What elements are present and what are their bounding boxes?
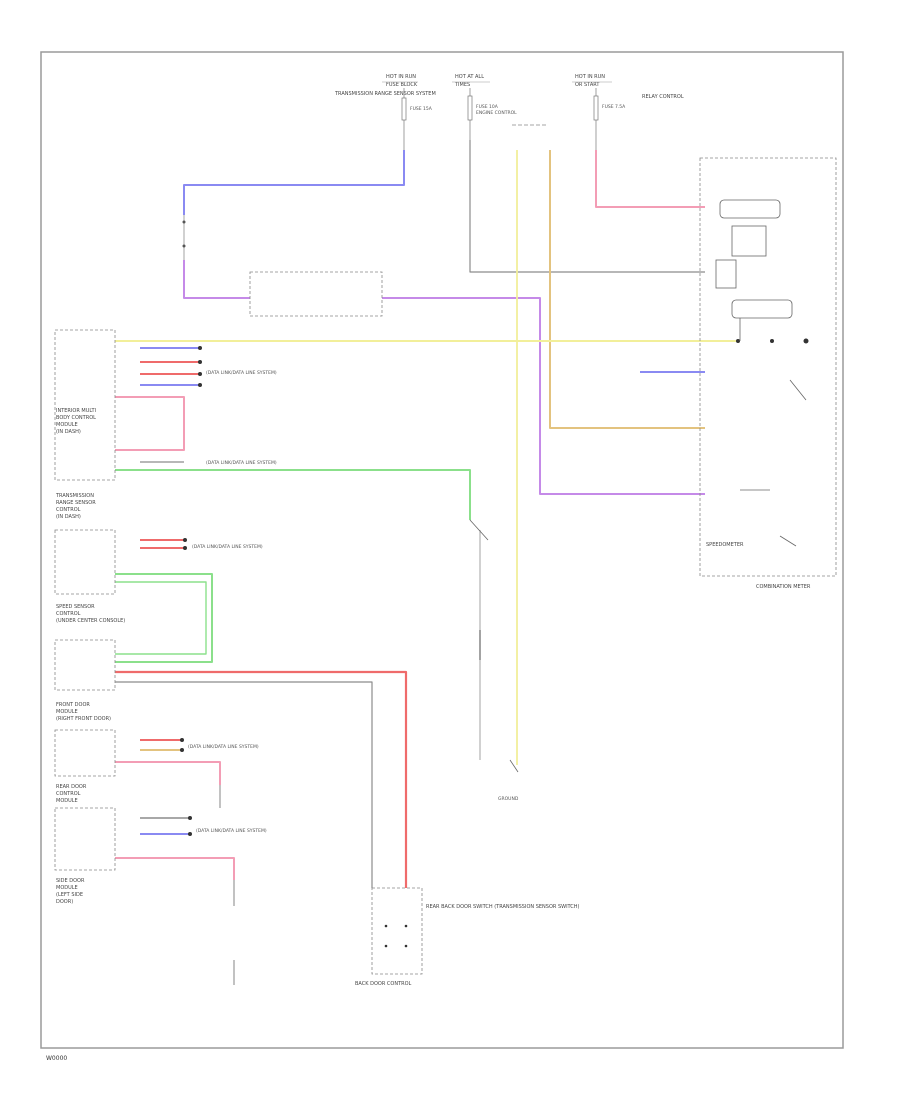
footer-code: W0000 [46,1055,67,1062]
wire-violet-main [382,297,705,495]
fuse3-icon [593,95,599,121]
data-link-note-5: (DATA LINK/DATA LINE SYSTEM) [196,828,267,834]
combination-meter-label: COMBINATION METER [756,584,811,590]
fuse3-rating: FUSE 7.5A [602,104,626,110]
module-rear-line3: MODULE [56,798,78,804]
module-rear-door [54,729,116,777]
fuse1-title: HOT IN RUN [386,74,416,80]
ground-switch [509,759,519,773]
module-side-line4: DOOR) [56,899,73,905]
wire-gray-main [469,140,705,273]
module-trans-line1: TRANSMISSION [55,493,94,499]
wire-pink-rear [115,761,221,785]
wire-pink-interior [115,396,185,451]
data-link-notes: (DATA LINK/DATA LINE SYSTEM) (DATA LINK/… [188,370,277,834]
wire-tan [549,150,705,429]
module-trans-line2: RANGE SENSOR [56,500,96,506]
wire-green-speed [115,573,213,663]
ground-label: GROUND [498,796,519,802]
connector-stubs [140,347,200,835]
back-door-dots [384,924,408,948]
module-side-line1: SIDE DOOR [56,878,85,884]
wire-blue-top [183,150,405,215]
module-interior-line1: INTERIOR MULTI [56,408,96,414]
module-side-door [54,807,116,871]
fuse2-title: HOT AT ALL [455,74,484,80]
module-speed [54,529,116,595]
switch-1 [469,519,489,541]
fuse2-rating: FUSE 10A [476,104,499,110]
fuse3-sub: OR START [575,82,600,88]
module-interior [54,329,116,481]
diagram-frame [40,51,844,1049]
module-front-door [54,639,116,691]
module-front-line1: FRONT DOOR [56,702,90,708]
back-door-control-box [371,887,423,975]
wire-red-top [595,150,705,208]
combination-meter-box [699,157,837,577]
back-door-switch-label: REAR BACK DOOR SWITCH (TRANSMISSION SENS… [426,904,580,910]
fuse1-rating: FUSE 15A [410,106,433,112]
fuse3-desc: RELAY CONTROL [642,94,684,100]
data-link-note-2: (DATA LINK/DATA LINE SYSTEM) [206,460,277,466]
fuse1-icon [401,97,407,121]
wire-red-door [115,670,408,888]
connector-dots [180,338,809,836]
fuse3-title: HOT IN RUN [575,74,605,80]
wire-gray-door [115,681,373,888]
module-trans-line4: (IN DASH) [56,514,81,520]
meter-internals [715,199,807,547]
speedometer-label: SPEEDOMETER [706,542,744,548]
module-front-line2: MODULE [56,709,78,715]
wire-green-speed2 [115,581,207,655]
data-link-note-4: (DATA LINK/DATA LINE SYSTEM) [188,744,259,750]
module-rear-line2: CONTROL [56,791,81,797]
wire-group [115,140,740,888]
back-door-control-label: BACK DOOR CONTROL [355,981,412,987]
relay-box [249,271,383,317]
left-modules: INTERIOR MULTI BODY CONTROL MODULE (IN D… [54,329,125,905]
wire-violet-left [183,260,250,299]
fuse1-sub: FUSE BLOCK [386,82,418,88]
data-link-note-3: (DATA LINK/DATA LINE SYSTEM) [192,544,263,550]
data-link-note-1: (DATA LINK/DATA LINE SYSTEM) [206,370,277,376]
module-side-line3: (LEFT SIDE [56,892,83,898]
fuse2-desc: ENGINE CONTROL [476,110,517,116]
module-interior-line2: BODY CONTROL [56,415,96,421]
module-interior-line4: (IN DASH) [56,429,81,435]
wire-green-trans [115,469,471,520]
center-switches [219,519,519,985]
fuse2-sub: TIMES [454,82,470,88]
module-trans-line3: CONTROL [56,507,81,513]
module-speed-line3: (UNDER CENTER CONSOLE) [56,618,125,624]
fuse2-icon [467,95,473,121]
module-front-line3: (RIGHT FRONT DOOR) [56,716,111,722]
module-interior-line3: MODULE [56,422,78,428]
module-side-line2: MODULE [56,885,78,891]
module-speed-line1: SPEED SENSOR [56,604,95,610]
module-speed-line2: CONTROL [56,611,81,617]
fuse1-desc: TRANSMISSION RANGE SENSOR SYSTEM [334,91,436,97]
top-fuse-group: HOT IN RUN FUSE BLOCK TRANSMISSION RANGE… [334,74,684,150]
wire-pink-side [115,857,235,880]
module-rear-line1: REAR DOOR [56,784,87,790]
